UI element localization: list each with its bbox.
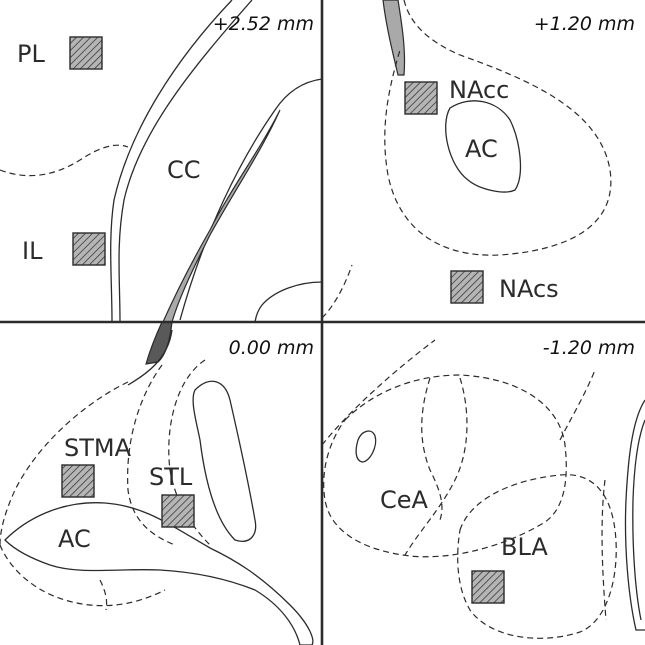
anterior-commissure-bottom: [4, 502, 314, 645]
nucleus-accumbens-boundary: [384, 0, 612, 256]
nacs-injection-marker: [450, 270, 484, 304]
external-capsule-contour: [624, 399, 645, 631]
label-pl: PL: [17, 40, 45, 68]
label-nacc: NAcc: [449, 76, 509, 104]
bla-boundary: [457, 474, 617, 639]
label-stma: STMA: [64, 434, 132, 462]
label-stl: STL: [149, 463, 193, 491]
panel-top-left: PL IL CC +2.52 mm: [0, 0, 323, 323]
lower-boundary: [0, 544, 166, 607]
cea-inner-boundary: [421, 377, 443, 521]
label-ac-top: AC: [465, 135, 498, 163]
anterior-commissure-contour: [445, 100, 522, 193]
bnst-inner-boundary: [127, 364, 176, 546]
stl-boundary: [168, 359, 211, 546]
panel-bottom-left: STMA STL AC 0.00 mm: [0, 321, 314, 645]
coordinate-bottom-left: 0.00 mm: [229, 337, 314, 359]
panel-bottom-right: CeA BLA -1.20 mm: [321, 337, 645, 639]
stl-injection-marker: [161, 494, 195, 528]
lower-divider: [99, 579, 108, 611]
upper-left-boundary: [321, 339, 436, 446]
external-capsule-dashed: [601, 479, 607, 621]
label-cc: CC: [167, 156, 201, 184]
lateral-ventricle: [162, 109, 281, 323]
amygdala-boundary: [323, 374, 567, 558]
label-nacs: NAcs: [499, 275, 559, 303]
lateral-ventricle-tip: [382, 0, 406, 76]
label-cea: CeA: [380, 486, 429, 514]
label-il: IL: [22, 237, 43, 265]
ventricle-bottom: [145, 321, 173, 365]
small-nucleus-contour: [355, 430, 377, 463]
stl-lobe-contour: [192, 380, 257, 542]
label-ac-bottom: AC: [58, 525, 91, 553]
il-injection-marker: [72, 232, 106, 266]
internal-capsule-contour: [127, 329, 173, 386]
stma-injection-marker: [61, 464, 95, 498]
panel-top-right: NAcc AC NAcs +1.20 mm: [321, 0, 635, 319]
pl-injection-marker: [69, 36, 103, 70]
lateral-boundary: [321, 264, 353, 319]
bnst-outer-boundary: [0, 381, 129, 546]
cortex-outer-contour: [179, 78, 323, 321]
corpus-callosum-left-edge: [110, 0, 233, 323]
coordinate-top-right: +1.20 mm: [534, 13, 635, 35]
nacc-injection-marker: [404, 81, 438, 115]
corpus-callosum-right-edge: [118, 0, 253, 323]
cea-right-boundary: [404, 377, 468, 556]
external-capsule-inner: [632, 419, 645, 621]
pl-il-boundary: [0, 144, 129, 177]
bla-injection-marker: [471, 570, 505, 604]
coordinate-top-left: +2.52 mm: [213, 13, 314, 35]
lateral-dashed-boundary: [559, 369, 596, 441]
striatum-contour: [254, 281, 323, 323]
coordinate-bottom-right: -1.20 mm: [543, 337, 635, 359]
label-bla: BLA: [501, 533, 548, 561]
